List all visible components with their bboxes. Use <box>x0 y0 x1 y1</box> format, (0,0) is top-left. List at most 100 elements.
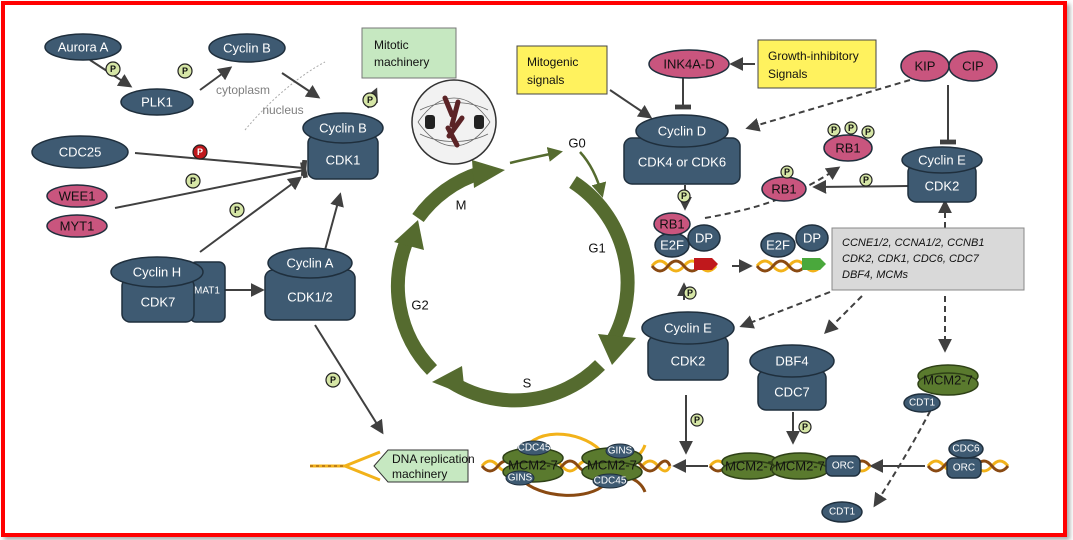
arrow-wee1-cdk1 <box>114 161 308 209</box>
cyclin-b-label: Cyclin B <box>319 121 367 136</box>
cdc6-orc-complex: ORC CDC6 <box>926 439 1010 479</box>
arrow-cyclinh-cdk1 <box>199 176 303 253</box>
svg-text:P: P <box>330 375 336 385</box>
phospho-marker: P <box>861 125 875 139</box>
cyclin-e-cdk2-right-complex: CDK2 Cyclin E <box>901 146 983 203</box>
targets-line3: DBF4, MCMs <box>842 269 909 281</box>
mat1-label: MAT1 <box>194 286 220 297</box>
phospho-markers: P P P P P P P P P P P P P P P P <box>105 61 875 434</box>
rb1-bound-label: RB1 <box>659 217 684 232</box>
phospho-marker: P <box>690 413 704 427</box>
cycle-arc-g1 <box>569 176 635 344</box>
dna-replication-line2: machinery <box>392 467 447 481</box>
g0-return <box>579 151 607 198</box>
ink4a-d-node: INK4A-D <box>648 49 730 79</box>
cdc25-node: CDC25 <box>31 135 129 169</box>
cyclin-e-mid-label: Cyclin E <box>664 321 712 336</box>
arrow-cdt1-down <box>873 401 936 508</box>
phase-s-label: S <box>523 376 532 391</box>
cdc7-label: CDC7 <box>774 385 809 400</box>
phospho-marker: P <box>677 189 691 203</box>
myt1-node: MYT1 <box>46 214 108 238</box>
phospho-marker: P <box>325 372 341 388</box>
myt1-label: MYT1 <box>60 219 95 234</box>
cyclin-h-label: Cyclin H <box>133 265 181 280</box>
phase-g0-label: G0 <box>568 136 585 151</box>
svg-text:P: P <box>367 95 373 105</box>
cdt1-bottom-node: CDT1 <box>821 501 863 523</box>
arrow-targets-cyclin-e-mid <box>739 291 831 329</box>
cdc6-label: CDC6 <box>952 444 980 455</box>
arrow-targets-dbf4 <box>824 295 863 334</box>
svg-text:P: P <box>681 191 687 201</box>
cycle-arrowhead-g2 <box>394 220 424 250</box>
cyclin-d-cdk46-complex: CDK4 or CDK6 Cyclin D <box>623 114 741 185</box>
growth-line2: Signals <box>768 67 807 81</box>
mcm-a-label: MCM2-7 <box>725 459 775 474</box>
fork-gins-right-label: GINS <box>608 446 633 457</box>
cip-label: CIP <box>962 59 984 74</box>
svg-text:P: P <box>687 288 693 298</box>
dbf4-cdc7-complex: CDC7 DBF4 <box>749 344 835 411</box>
phase-m-label: M <box>456 198 467 213</box>
mitotic-cell-icon <box>411 79 497 165</box>
cdk46-label: CDK4 or CDK6 <box>638 155 726 170</box>
arrow-mitogenic-cyclind <box>609 89 653 119</box>
phospho-marker: P <box>177 63 193 79</box>
arrow-plk1-cyclinb <box>199 66 233 91</box>
growth-inhibitory-box: Growth-inhibitory Signals <box>757 39 877 89</box>
aurora-a-node: Aurora A <box>44 33 122 61</box>
cdt1-bottom-label: CDT1 <box>829 507 856 518</box>
targets-line1: CCNE1/2, CCNA1/2, CCNB1 <box>842 237 984 249</box>
mcm-b-label: MCM2-7 <box>775 459 825 474</box>
rb-e2f-dp-complex: DP E2F RB1 <box>650 212 721 273</box>
cycle-arrowhead-m <box>472 160 505 188</box>
rb1-top-node: RB1 <box>823 134 873 162</box>
mitogenic-line1: Mitogenic <box>527 55 578 69</box>
orc-right-label: ORC <box>953 463 975 474</box>
cdk2-right-label: CDK2 <box>925 179 960 194</box>
cyclin-e-cdk2-mid-complex: CDK2 Cyclin E <box>641 311 735 381</box>
svg-text:P: P <box>831 125 837 135</box>
cdk12-label: CDK1/2 <box>287 290 333 305</box>
nucleus-label: nucleus <box>262 103 303 117</box>
phospho-marker: P <box>362 92 378 108</box>
fork-cdc45-left-label: CDC45 <box>518 443 551 454</box>
kip-label: KIP <box>915 59 936 74</box>
svg-text:P: P <box>865 127 871 137</box>
dp-bound-label: DP <box>695 231 713 246</box>
cdk2-mid-label: CDK2 <box>671 354 706 369</box>
e2f-targets-box: CCNE1/2, CCNA1/2, CCNB1 CDK2, CDK1, CDC6… <box>831 227 1025 291</box>
fork-mcm-left-label: MCM2-7 <box>508 458 558 473</box>
mitotic-line1: Mitotic <box>374 38 409 52</box>
svg-text:P: P <box>848 123 854 133</box>
cdt1-top-label: CDT1 <box>909 398 936 409</box>
svg-text:P: P <box>190 176 196 186</box>
wee1-label: WEE1 <box>59 189 96 204</box>
phospho-marker: P <box>859 173 873 187</box>
orc-mid-label: ORC <box>832 461 854 472</box>
aurora-a-label: Aurora A <box>58 40 109 55</box>
arrow-cdk2-rb <box>812 179 909 194</box>
dp-free-label: DP <box>803 231 821 246</box>
cell-cycle: G0 G1 G2 M S <box>390 136 636 408</box>
arrow-cdc25-cdk1 <box>134 152 308 177</box>
arrow-rb-release <box>704 166 841 219</box>
phospho-marker: P <box>844 121 858 135</box>
nuclear-membrane <box>244 61 326 131</box>
cdk7-label: CDK7 <box>141 295 176 310</box>
mitogenic-signals-box: Mitogenic signals <box>516 45 608 95</box>
cip-node: CIP <box>948 50 998 82</box>
svg-text:P: P <box>863 175 869 185</box>
rb1-mid-label: RB1 <box>771 182 796 197</box>
wee1-node: WEE1 <box>46 184 108 208</box>
arrow-kip-cyclind <box>745 79 911 132</box>
plk1-node: PLK1 <box>120 88 194 116</box>
arrow-cdk12-dna <box>314 324 384 435</box>
mitotic-machinery-box: Mitotic machinery <box>361 27 457 79</box>
phospho-marker: P <box>229 202 245 218</box>
plk1-label: PLK1 <box>141 95 173 110</box>
svg-text:P: P <box>182 66 188 76</box>
mcm-cdt1-complex: MCM2-7 CDT1 <box>903 364 979 413</box>
